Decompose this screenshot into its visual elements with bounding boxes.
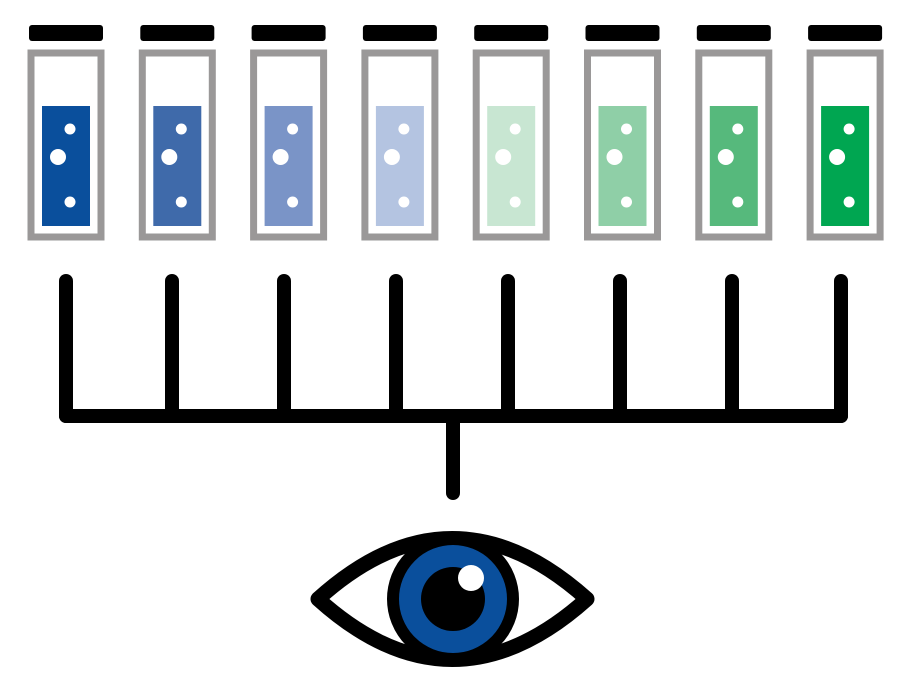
- bubble: [717, 149, 734, 165]
- bubble: [732, 123, 744, 135]
- connector-tree: [59, 274, 848, 500]
- bubble: [606, 149, 623, 165]
- vial-cap: [585, 25, 660, 41]
- vial-icon: [250, 25, 328, 241]
- eye-icon: [310, 531, 595, 667]
- vial-cap: [696, 25, 771, 41]
- bubble: [50, 149, 66, 165]
- bubble: [398, 123, 410, 135]
- vials-row: [27, 25, 884, 241]
- eye-highlight: [458, 565, 484, 591]
- bubble: [64, 123, 76, 135]
- bubble: [621, 123, 632, 135]
- bubble: [732, 196, 744, 208]
- vial-cap: [362, 25, 437, 41]
- bubble: [398, 196, 410, 208]
- vial-liquid: [598, 106, 647, 226]
- bubble: [509, 196, 521, 208]
- bubble: [64, 196, 76, 208]
- vial-liquid: [375, 106, 424, 226]
- bubble: [161, 149, 178, 165]
- bubble: [287, 123, 299, 135]
- bubble: [175, 196, 187, 208]
- bubble: [829, 149, 846, 165]
- vial-icon: [27, 25, 105, 241]
- vial-icon: [138, 25, 216, 241]
- bubble: [843, 123, 855, 135]
- vial-icon: [472, 25, 550, 241]
- vial-liquid: [153, 106, 202, 226]
- vial-cap: [29, 25, 103, 41]
- bubble: [621, 196, 632, 208]
- bubble: [495, 149, 512, 165]
- vial-liquid: [487, 106, 536, 226]
- vial-icon: [361, 25, 439, 241]
- vial-icon: [584, 25, 661, 241]
- vial-cap: [140, 25, 215, 41]
- vial-icon: [695, 25, 773, 241]
- vial-cap: [808, 25, 883, 41]
- bubble: [175, 123, 187, 135]
- bubble: [272, 149, 289, 165]
- vial-liquid: [709, 106, 758, 226]
- vial-icon: [806, 25, 884, 241]
- vial-liquid: [821, 106, 870, 226]
- bubble: [843, 196, 855, 208]
- vial-cap: [251, 25, 326, 41]
- vial-cap: [474, 25, 549, 41]
- vial-liquid: [42, 106, 90, 226]
- bubble: [287, 196, 299, 208]
- bubble: [383, 149, 400, 165]
- vial-liquid: [264, 106, 313, 226]
- bubble: [509, 123, 521, 135]
